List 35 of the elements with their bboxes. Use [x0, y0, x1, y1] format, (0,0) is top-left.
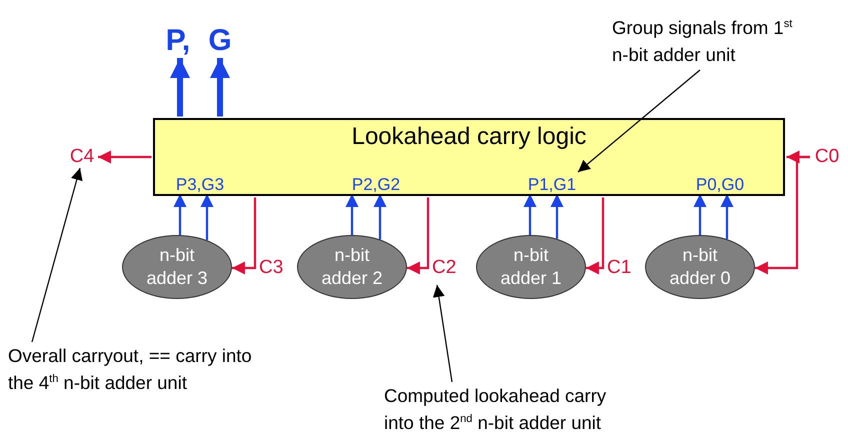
port-label: P3,G3	[168, 174, 232, 196]
port-label: P1,G1	[520, 174, 584, 196]
adder-ellipse: n-bit adder 3	[122, 235, 232, 299]
arrow	[170, 58, 190, 116]
block-title: Lookahead carry logic	[352, 122, 586, 152]
logic-block	[153, 118, 785, 196]
callout-text: Group signals from 1$^{st}$ n-bit adder unit	[612, 14, 796, 70]
arrow	[406, 198, 430, 274]
arrow	[524, 194, 536, 235]
port-label: P0,G0	[688, 174, 752, 196]
signal-label: C0	[810, 146, 844, 168]
port-label: P2,G2	[344, 174, 408, 196]
arrow	[754, 156, 810, 274]
arrow	[720, 194, 734, 240]
arrow	[586, 198, 604, 274]
arrow	[232, 198, 256, 274]
arrow	[550, 194, 564, 239]
arrow	[174, 194, 186, 236]
arrow	[98, 150, 152, 164]
arrow	[694, 194, 706, 235]
arrow	[374, 194, 386, 240]
adder-ellipse: n-bit adder 1	[476, 235, 586, 299]
leader-line	[432, 284, 453, 382]
leader-line	[31, 168, 83, 342]
adder-ellipse: n-bit adder 0	[645, 235, 755, 299]
callout-text: Computed lookahead carry into the 2$^{nd}$ n-bit adder unit	[384, 382, 634, 436]
signal-label: C4	[66, 146, 98, 168]
leader-line	[578, 70, 700, 172]
arrow	[200, 194, 214, 240]
signal-label: P,	[160, 24, 196, 58]
signal-label: G	[204, 24, 236, 58]
arrow	[346, 194, 358, 235]
callout-text: Overall carryout, == carry into the 4$^{th}$ n-bit adder unit	[8, 342, 270, 394]
adder-ellipse: n-bit adder 2	[297, 235, 407, 299]
arrow	[210, 58, 230, 116]
